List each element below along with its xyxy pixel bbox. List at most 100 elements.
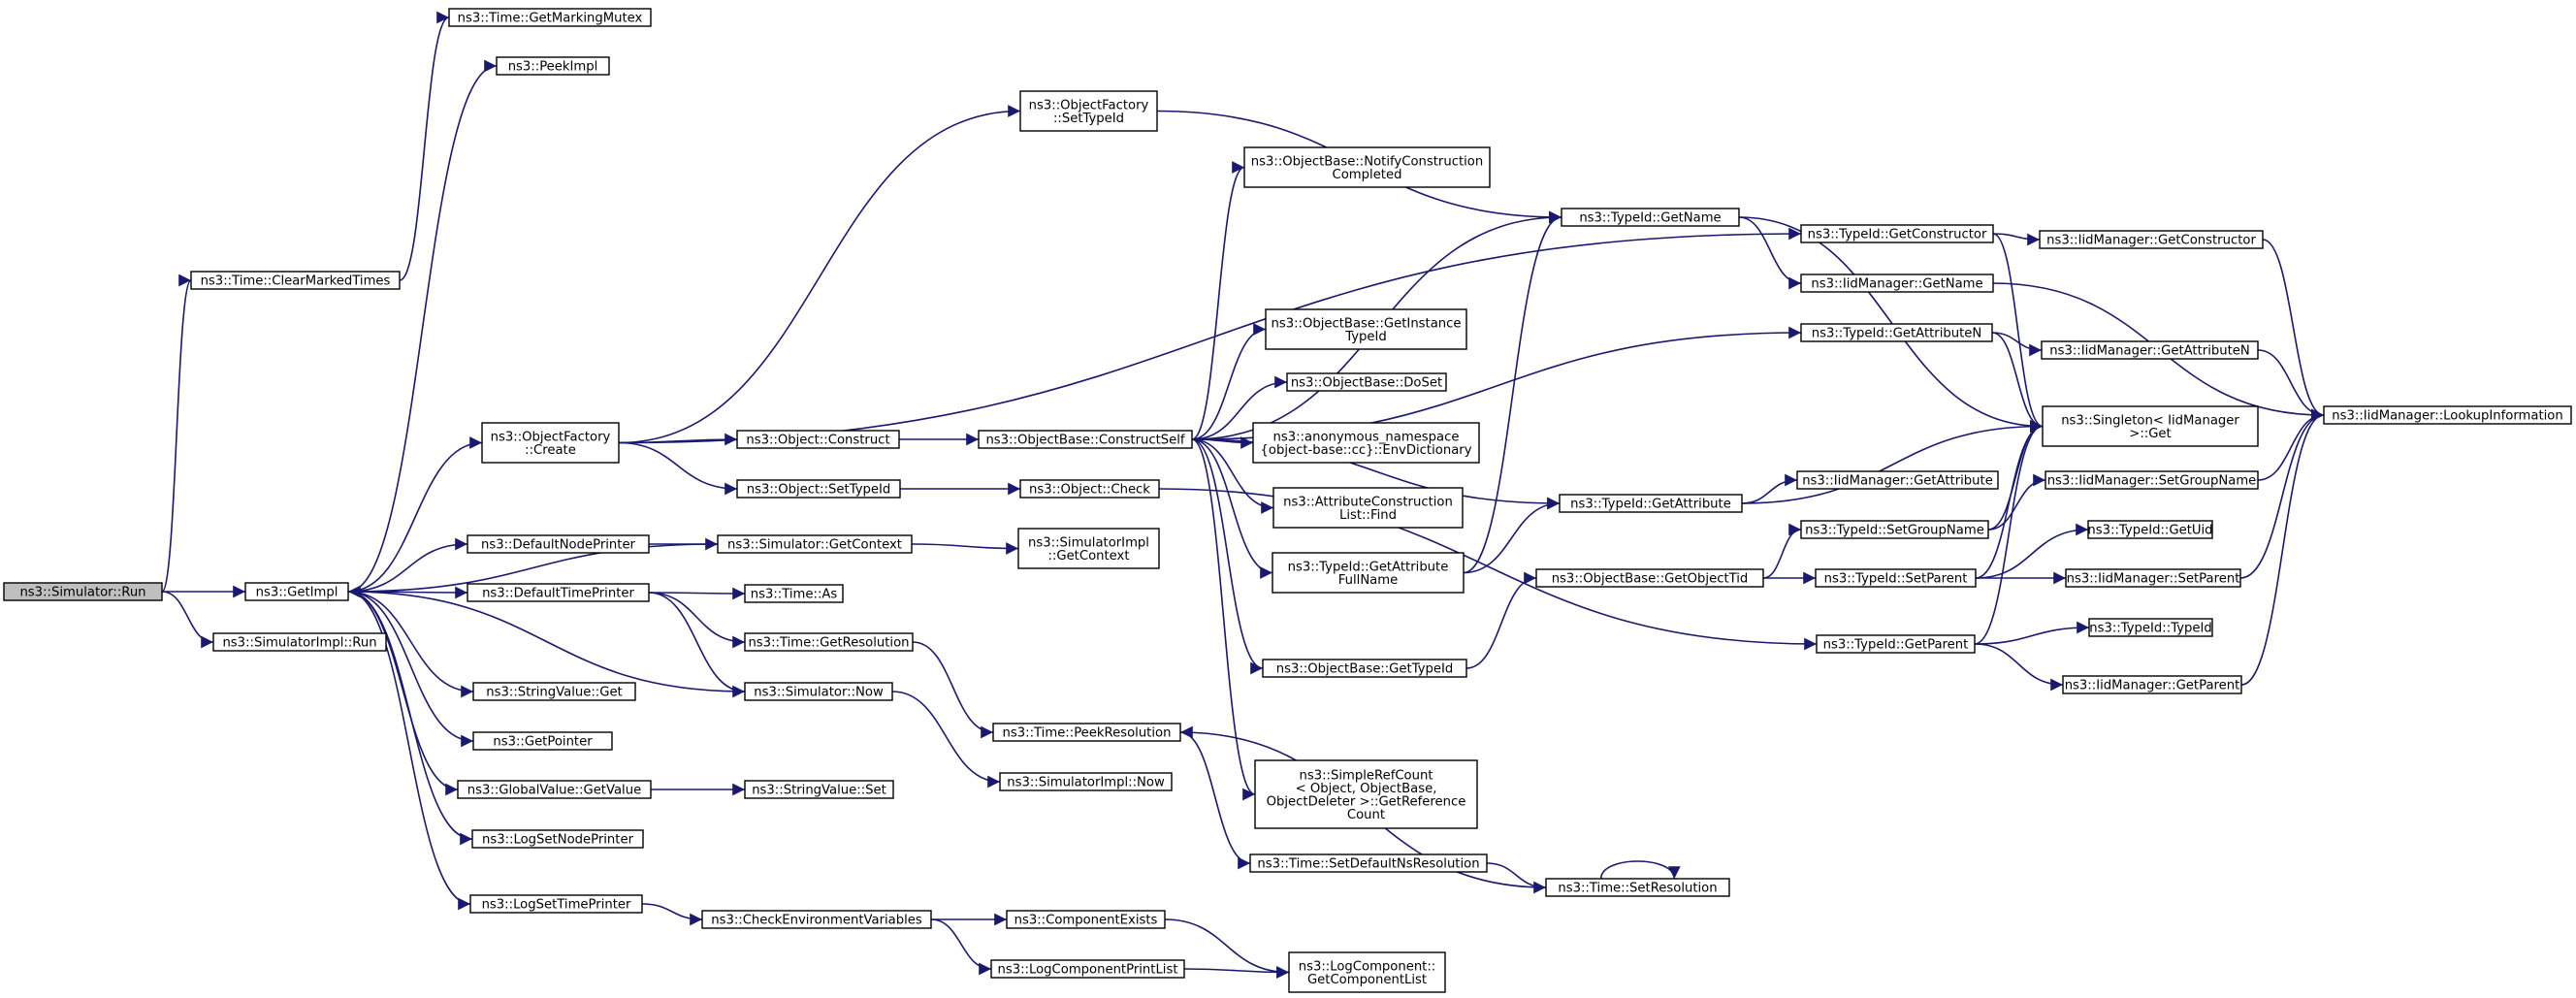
node-simnow[interactable]: ns3::Simulator::Now bbox=[744, 682, 893, 701]
node-iidgetattribute[interactable]: ns3::IidManager::GetAttribute bbox=[1796, 470, 1999, 490]
node-label: ns3::TypeId::GetAttribute bbox=[1570, 498, 1731, 512]
edge-line bbox=[1975, 523, 2089, 579]
node-tidsetparent[interactable]: ns3::TypeId::SetParent bbox=[1815, 568, 1977, 588]
node-singleton[interactable]: ns3::Singleton< IidManager>::Get bbox=[2042, 405, 2259, 447]
node-label: ns3::LogSetNodePrinter bbox=[482, 833, 634, 848]
node-iidlookup[interactable]: ns3::IidManager::LookupInformation bbox=[2323, 405, 2572, 425]
node-getimpl[interactable]: ns3::GetImpl bbox=[244, 582, 349, 601]
node-run[interactable]: ns3::Simulator::Run bbox=[3, 582, 163, 601]
edge-tidgetattribute-to-singleton bbox=[1741, 420, 2044, 504]
node-defnodeprinter[interactable]: ns3::DefaultNodePrinter bbox=[467, 534, 650, 554]
edge-line bbox=[1191, 161, 1245, 440]
edge-getimpl-to-defnodeprinter bbox=[347, 537, 468, 593]
node-tidgetuid[interactable]: ns3::TypeId::GetUid bbox=[2087, 520, 2213, 539]
node-timeas[interactable]: ns3::Time::As bbox=[744, 584, 844, 603]
node-timesetres[interactable]: ns3::Time::SetResolution bbox=[1545, 878, 1730, 897]
edge-tidsetparent-to-tidgetuid bbox=[1975, 523, 2089, 579]
node-box bbox=[2042, 405, 2259, 447]
node-label: ::Create bbox=[525, 443, 576, 458]
node-tidgetattribute[interactable]: ns3::TypeId::GetAttribute bbox=[1559, 494, 1743, 513]
node-strvalset[interactable]: ns3::StringValue::Set bbox=[744, 780, 894, 799]
node-iidgetname[interactable]: ns3::IidManager::GetName bbox=[1800, 274, 1994, 293]
node-box bbox=[469, 894, 643, 914]
node-label: ObjectDeleter >::GetReference bbox=[1267, 794, 1466, 809]
node-ofcreate[interactable]: ns3::ObjectFactory::Create bbox=[481, 422, 620, 464]
node-objsettypeid[interactable]: ns3::Object::SetTypeId bbox=[736, 479, 901, 499]
node-simimplgetcontext[interactable]: ns3::SimulatorImpl::GetContext bbox=[1017, 528, 1160, 569]
node-obgetobjtid[interactable]: ns3::ObjectBase::GetObjectTid bbox=[1535, 568, 1764, 588]
node-timepeekres[interactable]: ns3::Time::PeekResolution bbox=[992, 723, 1181, 742]
node-getmarkingmutex[interactable]: ns3::Time::GetMarkingMutex bbox=[448, 8, 652, 27]
edge-line bbox=[2257, 349, 2325, 422]
edge-line bbox=[347, 591, 473, 846]
node-box bbox=[212, 632, 387, 652]
node-label: ns3::LogComponentPrintList bbox=[997, 963, 1177, 978]
node-getpointer[interactable]: ns3::GetPointer bbox=[472, 731, 613, 751]
edge-line bbox=[2239, 408, 2325, 579]
node-iidgetconstructor[interactable]: ns3::IidManager::GetConstructor bbox=[2039, 230, 2264, 249]
node-label: ns3::Object::Construct bbox=[746, 434, 889, 448]
node-label: ns3::IidManager::GetName bbox=[1811, 277, 1982, 292]
edge-ofcreate-to-ofsettypeid bbox=[618, 105, 1021, 444]
node-iidsetparent[interactable]: ns3::IidManager::SetParent bbox=[2065, 568, 2241, 588]
node-iidgetparent[interactable]: ns3::IidManager::GetParent bbox=[2062, 675, 2242, 694]
node-tidtypeid[interactable]: ns3::TypeId::TypeId bbox=[2088, 618, 2213, 637]
node-logsettime[interactable]: ns3::LogSetTimePrinter bbox=[469, 894, 643, 914]
node-label: FullName bbox=[1338, 573, 1398, 588]
node-label: ns3::StringValue::Set bbox=[752, 784, 886, 798]
node-deftimeprinter[interactable]: ns3::DefaultTimePrinter bbox=[467, 583, 650, 602]
node-ofsettypeid[interactable]: ns3::ObjectFactory::SetTypeId bbox=[1019, 90, 1158, 132]
node-timesetdefns[interactable]: ns3::Time::SetDefaultNsResolution bbox=[1249, 853, 1488, 873]
node-box bbox=[1252, 422, 1480, 464]
node-obnotify[interactable]: ns3::ObjectBase::NotifyConstructionCompl… bbox=[1243, 146, 1491, 188]
node-label: ns3::IidManager::LookupInformation bbox=[2332, 409, 2562, 424]
edge-tidgetname-to-iidgetname bbox=[1738, 216, 1802, 290]
edge-line bbox=[1183, 966, 1290, 979]
node-iidgetattrn[interactable]: ns3::IidManager::GetAttributeN bbox=[2041, 340, 2259, 360]
node-box bbox=[1796, 470, 1999, 490]
node-simplerefcount[interactable]: ns3::SimpleRefCount< Object, ObjectBase,… bbox=[1254, 759, 1478, 829]
node-box bbox=[1800, 274, 1994, 293]
node-label: ns3::PeekImpl bbox=[508, 60, 598, 75]
node-label: ns3::TypeId::SetParent bbox=[1824, 572, 1968, 587]
node-obdoset[interactable]: ns3::ObjectBase::DoSet bbox=[1286, 372, 1447, 392]
node-logsetnode[interactable]: ns3::LogSetNodePrinter bbox=[471, 829, 644, 849]
node-box bbox=[1545, 878, 1730, 897]
node-box bbox=[457, 780, 652, 799]
node-gvgetvalue[interactable]: ns3::GlobalValue::GetValue bbox=[457, 780, 652, 799]
node-label: ns3::anonymous_namespace bbox=[1273, 430, 1460, 444]
node-strvalget[interactable]: ns3::StringValue::Get bbox=[472, 682, 636, 701]
node-simimplnow[interactable]: ns3::SimulatorImpl::Now bbox=[999, 772, 1173, 791]
node-clearmarked[interactable]: ns3::Time::ClearMarkedTimes bbox=[190, 271, 401, 290]
node-logcompprint[interactable]: ns3::LogComponentPrintList bbox=[990, 959, 1185, 979]
node-obconstructself[interactable]: ns3::ObjectBase::ConstructSelf bbox=[978, 430, 1193, 449]
node-obgettypeid[interactable]: ns3::ObjectBase::GetTypeId bbox=[1262, 659, 1467, 678]
node-simgetcontext[interactable]: ns3::Simulator::GetContext bbox=[717, 534, 913, 554]
node-tidgetconstructor[interactable]: ns3::TypeId::GetConstructor bbox=[1800, 224, 1994, 243]
node-compexists[interactable]: ns3::ComponentExists bbox=[1006, 910, 1166, 929]
node-objcheck[interactable]: ns3::Object::Check bbox=[1019, 479, 1160, 499]
node-simimplrun[interactable]: ns3::SimulatorImpl::Run bbox=[212, 632, 387, 652]
node-label: ns3::ObjectFactory bbox=[1029, 98, 1149, 113]
edges-layer bbox=[161, 11, 2325, 979]
node-checkenv[interactable]: ns3::CheckEnvironmentVariables bbox=[701, 910, 932, 929]
node-timegetres[interactable]: ns3::Time::GetResolution bbox=[744, 632, 914, 652]
node-box bbox=[244, 582, 349, 601]
node-peekimpl[interactable]: ns3::PeekImpl bbox=[496, 56, 610, 76]
node-anonenv[interactable]: ns3::anonymous_namespace{object-base::cc… bbox=[1252, 422, 1480, 464]
node-box bbox=[481, 422, 620, 464]
node-box bbox=[1535, 568, 1764, 588]
node-tidgetattrn[interactable]: ns3::TypeId::GetAttributeN bbox=[1800, 323, 1993, 342]
node-logcompgetlist[interactable]: ns3::LogComponent::GetComponentList bbox=[1288, 951, 1446, 993]
edge-obconstructself-to-obgetinstance bbox=[1191, 323, 1267, 440]
node-tidsetgroupname[interactable]: ns3::TypeId::SetGroupName bbox=[1800, 520, 1989, 539]
edge-line bbox=[1191, 375, 1288, 440]
node-tidgetname[interactable]: ns3::TypeId::GetName bbox=[1561, 208, 1740, 227]
node-box bbox=[744, 682, 893, 701]
node-iidsetgroupname[interactable]: ns3::IidManager::SetGroupName bbox=[2045, 470, 2259, 490]
node-tidgetparent[interactable]: ns3::TypeId::GetParent bbox=[1816, 634, 1976, 654]
node-objconstruct[interactable]: ns3::Object::Construct bbox=[736, 430, 900, 449]
